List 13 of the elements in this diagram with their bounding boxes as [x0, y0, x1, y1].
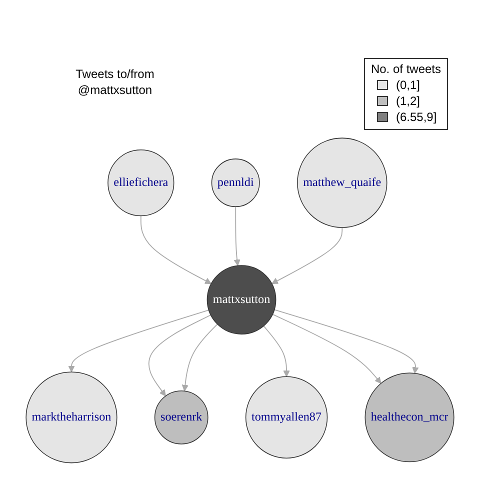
- user-node: elliefichera: [108, 149, 174, 216]
- user-node: mattxsutton: [206, 264, 276, 334]
- title: Tweets to/from @mattxsutton: [74, 66, 156, 98]
- legend-label: (6.55,9]: [396, 110, 437, 124]
- user-node: tommyallen87: [245, 376, 328, 458]
- legend-label: (0,1]: [396, 78, 420, 92]
- legend-label: (1,2]: [396, 94, 420, 108]
- user-node: marktheharrison: [26, 371, 118, 463]
- user-node: soerenrk: [154, 390, 208, 444]
- legend-title: No. of tweets: [370, 62, 441, 76]
- user-node: pennldi: [211, 158, 260, 207]
- user-node: healthecon_mcr: [364, 372, 454, 462]
- user-node: matthew_quaife: [297, 137, 388, 228]
